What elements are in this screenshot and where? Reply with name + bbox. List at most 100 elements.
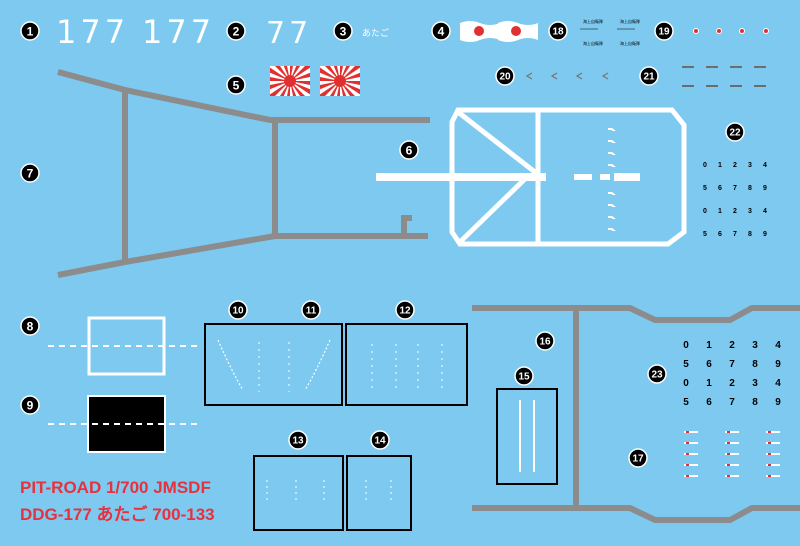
- digit-22: 4: [763, 162, 767, 169]
- marker-label: 8: [27, 320, 34, 334]
- decal-box-14: [346, 455, 412, 531]
- digit-22: 5: [703, 231, 707, 238]
- marker-7: 7: [20, 163, 40, 183]
- digit-23: 0: [683, 378, 689, 389]
- marker-21: 21: [639, 66, 659, 86]
- digit-23: 6: [706, 359, 712, 370]
- digit-22: 0: [703, 208, 707, 215]
- placard-2: 海上自衛隊: [620, 18, 640, 24]
- red-dot-decals-19: [693, 28, 769, 34]
- marker-label: 19: [658, 27, 670, 38]
- marker-4: 4: [431, 21, 451, 41]
- marker-8: 8: [20, 316, 40, 336]
- digit-23: 4: [775, 378, 781, 389]
- digit-23: 7: [729, 397, 735, 408]
- digit-22: 8: [748, 231, 752, 238]
- window-frame-decal-8: [48, 316, 198, 376]
- marker-label: 6: [406, 144, 413, 158]
- rising-sun-flag-2: [320, 66, 360, 96]
- credit-line-2: DDG-177 あたご 700-133: [20, 505, 215, 524]
- marker-6: 6: [399, 140, 419, 160]
- digit-22: 9: [763, 185, 767, 192]
- marker-label: 10: [232, 306, 244, 317]
- marker-9: 9: [20, 395, 40, 415]
- marker-12: 12: [395, 300, 415, 320]
- placard-4: 海上自衛隊: [620, 40, 640, 46]
- marker-15: 15: [514, 366, 534, 386]
- japan-flag-2: [498, 21, 538, 42]
- marker-10: 10: [228, 300, 248, 320]
- decal-box-13: [253, 455, 344, 531]
- digit-22: 2: [733, 208, 737, 215]
- marker-13: 13: [288, 430, 308, 450]
- marker-label: 9: [27, 399, 34, 413]
- marker-label: 7: [27, 167, 34, 181]
- rising-sun-flag-1: [270, 66, 310, 96]
- marker-label: 20: [499, 72, 511, 83]
- digit-23: 2: [729, 340, 735, 351]
- placard-3: 海上自衛隊: [583, 40, 603, 46]
- digit-23: 2: [729, 378, 735, 389]
- digit-23: 1: [706, 340, 712, 351]
- marker-2: 2: [226, 21, 246, 41]
- digit-22: 8: [748, 185, 752, 192]
- digit-23: 3: [752, 340, 758, 351]
- marker-label: 17: [632, 454, 644, 465]
- digit-22: 3: [748, 162, 752, 169]
- digit-23: 3: [752, 378, 758, 389]
- marker-label: 21: [643, 72, 655, 83]
- placards-decal-18: 海上自衛隊 海上自衛隊 海上自衛隊 海上自衛隊: [580, 18, 640, 46]
- marker-label: 14: [374, 436, 386, 447]
- marker-label: 2: [233, 25, 240, 39]
- digit-23: 8: [752, 359, 758, 370]
- marker-11: 11: [301, 300, 321, 320]
- digit-22: 9: [763, 231, 767, 238]
- ship-name-small: あたご: [362, 27, 389, 39]
- marker-label: 11: [306, 306, 317, 317]
- digit-22: 7: [733, 231, 737, 238]
- marker-label: 1: [27, 25, 34, 39]
- digit-23: 0: [683, 340, 689, 351]
- digit-22: 6: [718, 231, 722, 238]
- marker-label: 4: [438, 25, 445, 39]
- placard-1: 海上自衛隊: [583, 18, 603, 24]
- marker-label: 16: [539, 337, 551, 348]
- digit-22: 0: [703, 162, 707, 169]
- marker-20: 20: [495, 66, 515, 86]
- chevron-decals-20: [525, 72, 609, 80]
- hull-number-large-2: 177: [142, 13, 215, 51]
- marker-22: 22: [725, 122, 745, 142]
- digit-22: 5: [703, 185, 707, 192]
- digit-23: 5: [683, 397, 689, 408]
- dash-decals-21: [682, 66, 766, 87]
- marker-17: 17: [628, 448, 648, 468]
- digit-22: 6: [718, 185, 722, 192]
- decal-box-15: [496, 388, 558, 485]
- marker-16: 16: [535, 331, 555, 351]
- deck-tick-marks: [608, 128, 616, 231]
- digit-22: 1: [718, 162, 722, 169]
- credit-line-1: PIT-ROAD 1/700 JMSDF: [20, 478, 211, 497]
- marker-3: 3: [333, 21, 353, 41]
- digit-22: 7: [733, 185, 737, 192]
- hull-stripe-decal-16: [472, 305, 800, 523]
- marker-label: 5: [233, 79, 240, 93]
- marker-label: 23: [651, 370, 663, 381]
- marker-5: 5: [226, 75, 246, 95]
- digit-23: 7: [729, 359, 735, 370]
- digit-22: 4: [763, 208, 767, 215]
- marker-18: 18: [548, 21, 568, 41]
- marker-19: 19: [654, 21, 674, 41]
- japan-flag-1: [460, 21, 500, 42]
- decal-box-10-11: [204, 323, 343, 406]
- decal-box-12: [345, 323, 468, 406]
- hull-number-medium: 77: [266, 16, 312, 51]
- digit-22: 3: [748, 208, 752, 215]
- marker-label: 18: [552, 27, 564, 38]
- digit-22: 2: [733, 162, 737, 169]
